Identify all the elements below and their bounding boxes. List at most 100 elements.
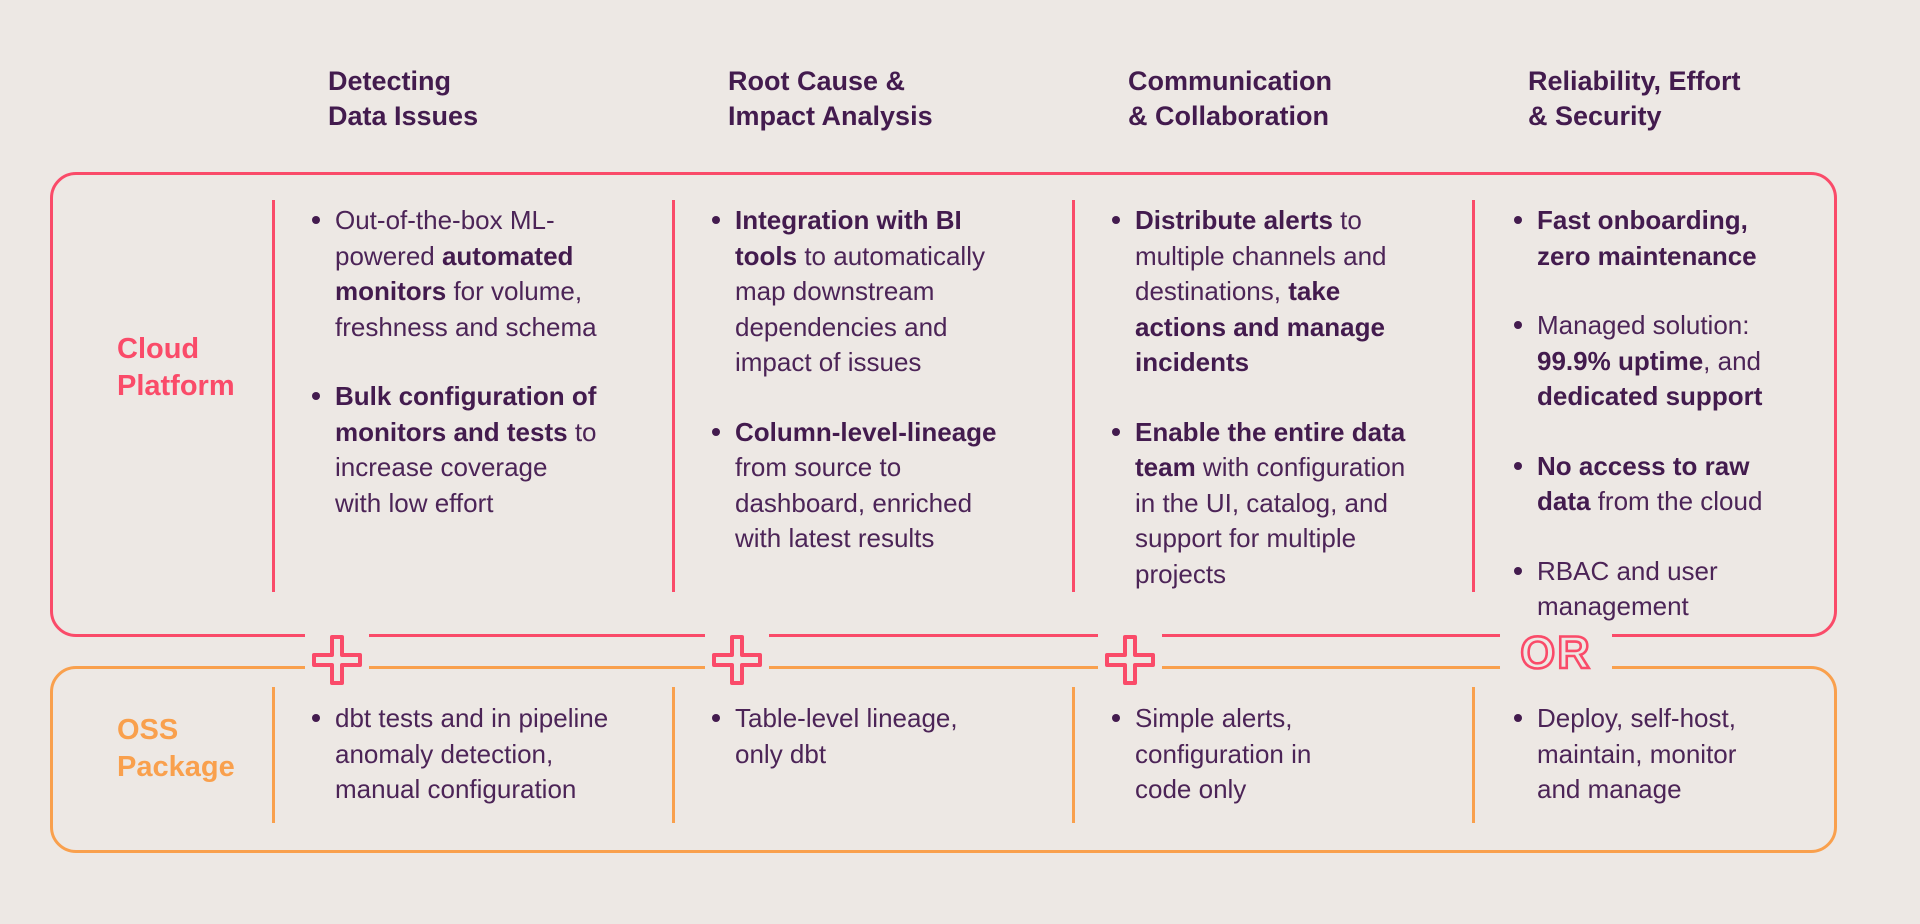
bullet-line: only dbt xyxy=(735,737,1079,773)
text-segment: automated xyxy=(441,240,574,271)
cloud-col-communication-collaboration: Distribute alerts to multiple channels an… xyxy=(1107,203,1479,626)
or-label: OR xyxy=(1520,627,1592,678)
divider xyxy=(1472,687,1475,823)
bullet-line: manual configuration xyxy=(335,772,679,808)
text-segment: management xyxy=(1537,591,1689,621)
text-segment: from source to xyxy=(735,452,902,482)
text-segment: freshness and schema xyxy=(335,311,597,342)
text-segment: Deploy, self-host, xyxy=(1537,703,1736,733)
text-segment: tools xyxy=(735,240,798,271)
bullet-line: and manage xyxy=(1537,772,1881,808)
text-segment: with latest results xyxy=(735,523,935,553)
text-segment: dbt tests and in pipeline xyxy=(335,703,609,733)
text-segment: dependencies and xyxy=(735,311,948,342)
bullet-item: Table-level lineage, only dbt xyxy=(707,701,1079,772)
divider xyxy=(1472,200,1475,592)
header-line: Detecting xyxy=(328,66,452,96)
bullet-line: maintain, monitor xyxy=(1537,737,1881,773)
text-segment: data xyxy=(1537,486,1591,516)
bullet-line: in the UI, catalog, and xyxy=(1135,486,1479,522)
bullet-line: impact of issues xyxy=(735,345,1079,381)
text-segment: Managed solution: xyxy=(1537,310,1750,340)
text-segment: dedicated support xyxy=(1537,381,1763,411)
text-segment: Out-of-the-box ML- xyxy=(335,205,555,235)
row-label-cloud-platform: Cloud Platform xyxy=(117,331,235,405)
plus-connector xyxy=(305,629,369,691)
plus-connector xyxy=(705,629,769,691)
row-label-line: Cloud xyxy=(117,333,200,365)
column-header-detecting-data-issues: Detecting Data Issues xyxy=(328,64,478,134)
text-segment: to automatically xyxy=(797,240,985,271)
text-segment: with configuration xyxy=(1195,452,1406,482)
text-segment: to xyxy=(1332,205,1362,235)
plus-icon xyxy=(312,635,362,685)
text-segment: Bulk configuration of xyxy=(335,381,597,411)
header-line: Reliability, Effort xyxy=(1528,66,1741,96)
text-segment: configuration in xyxy=(1135,738,1312,769)
divider xyxy=(1072,200,1075,592)
bullet-item: Distribute alerts to multiple channels an… xyxy=(1107,203,1479,381)
text-segment: from the cloud xyxy=(1590,486,1763,516)
bullet-line: projects xyxy=(1135,557,1479,593)
text-segment: increase coverage xyxy=(335,452,548,482)
header-line: Communication xyxy=(1128,66,1333,96)
text-segment: to xyxy=(567,416,597,447)
text-segment: powered xyxy=(335,240,442,271)
bullet-line: 99.9% uptime, and xyxy=(1537,344,1881,380)
text-segment: Fast onboarding, xyxy=(1537,205,1748,235)
bullet-line: multiple channels and xyxy=(1135,239,1479,275)
bullet-item: Column-level-lineage from source to dashbo… xyxy=(707,415,1079,557)
bullet-line: management xyxy=(1537,589,1881,625)
bullet-line: configuration in xyxy=(1135,737,1479,773)
divider xyxy=(1072,687,1075,823)
bullet-line: dashboard, enriched xyxy=(735,486,1079,522)
text-segment: Table-level lineage, xyxy=(735,703,958,733)
bullet-line: code only xyxy=(1135,772,1479,808)
header-line: & Collaboration xyxy=(1128,101,1329,131)
text-segment: support for multiple xyxy=(1135,523,1357,553)
bullet-line: Column-level-lineage xyxy=(735,415,1079,451)
text-segment: destinations, xyxy=(1135,276,1289,306)
divider xyxy=(672,200,675,592)
text-segment: take xyxy=(1288,276,1341,306)
bullet-line: with low effort xyxy=(335,486,679,522)
text-segment: impact of issues xyxy=(735,347,922,377)
text-segment: Distribute alerts xyxy=(1135,205,1333,235)
bullet-line: powered automated xyxy=(335,239,679,275)
bullet-line: zero maintenance xyxy=(1537,239,1881,275)
oss-col-root-cause-impact: Table-level lineage, only dbt xyxy=(707,701,1079,806)
bullet-line: monitors for volume, xyxy=(335,274,679,310)
bullet-line: Bulk configuration of xyxy=(335,379,679,415)
bullet-line: with latest results xyxy=(735,521,1079,557)
row-label-oss-package: OSS Package xyxy=(117,712,235,786)
text-segment: in the UI, catalog, and xyxy=(1135,487,1388,518)
bullet-line: Integration with BI xyxy=(735,203,1079,239)
text-segment: manual configuration xyxy=(335,774,577,804)
bullet-line: RBAC and user xyxy=(1537,554,1881,590)
bullet-line: support for multiple xyxy=(1135,521,1479,557)
plus-connector xyxy=(1098,629,1162,691)
cloud-platform-card xyxy=(50,172,1837,637)
bullet-line: tools to automatically xyxy=(735,239,1079,275)
bullet-line: dependencies and xyxy=(735,310,1079,346)
bullet-line: Table-level lineage, xyxy=(735,701,1079,737)
text-segment: Column-level-lineage xyxy=(735,416,997,447)
text-segment: projects xyxy=(1135,558,1227,589)
bullet-line: Simple alerts, xyxy=(1135,701,1479,737)
